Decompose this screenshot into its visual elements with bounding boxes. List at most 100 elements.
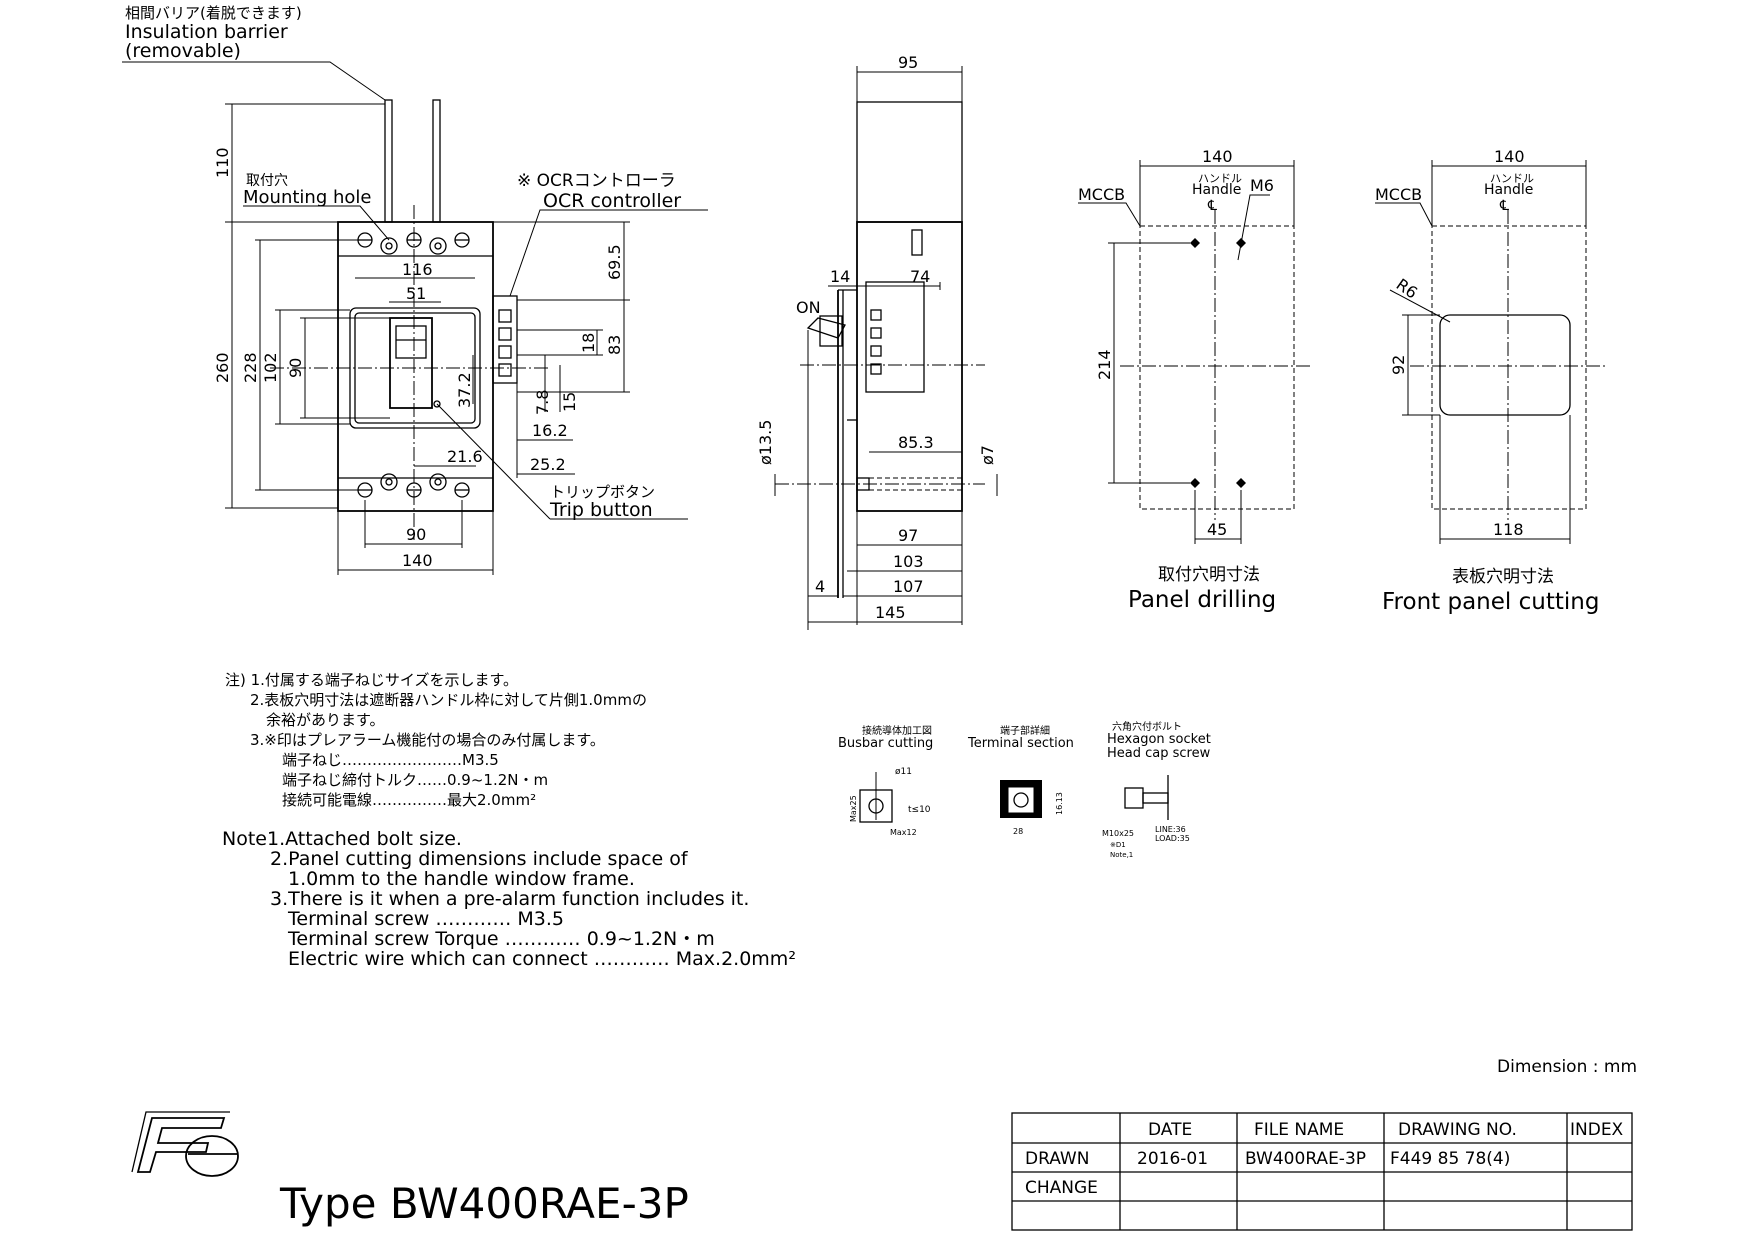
terminal-en-label: Terminal section <box>967 736 1074 751</box>
max12-label: Max12 <box>890 828 917 837</box>
header-file-name: FILE NAME <box>1254 1120 1344 1140</box>
line36-label: LINE:36 <box>1155 825 1186 834</box>
ocr-en-label: OCR controller <box>543 190 681 212</box>
mccb-label-cutting: MCCB <box>1375 185 1422 204</box>
dim-107: 107 <box>893 577 924 596</box>
note-en-line: 1.0mm to the handle window frame. <box>288 868 635 890</box>
dim-95: 95 <box>898 53 918 72</box>
handle-jp-label-drilling: ハンドル <box>1198 172 1242 185</box>
barrier-jp-label: 相間バリア(着脱できます) <box>125 4 302 22</box>
dim-25-2: 25.2 <box>530 455 566 474</box>
dim-69-5: 69.5 <box>605 244 624 280</box>
dim-140-front: 140 <box>402 551 433 570</box>
dim-16-2: 16.2 <box>532 421 568 440</box>
dim-7-8: 7.8 <box>533 390 552 415</box>
drill-jp-label: 取付穴明寸法 <box>1158 565 1260 585</box>
dim-103: 103 <box>893 552 924 571</box>
busbar-en-label: Busbar cutting <box>838 736 933 751</box>
dim-116: 116 <box>402 260 433 279</box>
dim-85-3: 85.3 <box>898 433 934 452</box>
dim-37-2: 37.2 <box>455 372 474 408</box>
side-view: 95 ON 14 74 ø13.5 85.3 ø7 <box>756 53 998 630</box>
note-jp-line: 注) 1.付属する端子ねじサイズを示します。 <box>225 671 518 689</box>
hex-en-label: Hexagon socket <box>1107 732 1211 747</box>
header-index: INDEX <box>1570 1120 1624 1140</box>
note1-label: Note,1 <box>1110 851 1133 859</box>
dim-51: 51 <box>406 284 426 303</box>
dim-110: 110 <box>213 147 232 178</box>
trip-jp-label: トリップボタン <box>550 483 655 501</box>
dim-90-vertical: 90 <box>286 358 305 378</box>
drawn-file-name: BW400RAE-3P <box>1245 1149 1366 1169</box>
centerline-mark-cutting: ℄ <box>1499 198 1509 214</box>
front-panel-cutting-view: 140 ハンドル Handle ℄ MCCB R6 92 118 表板穴明寸法 … <box>1375 147 1605 615</box>
note-en-line: 2.Panel cutting dimensions include space… <box>270 848 689 870</box>
dim-140-drilling: 140 <box>1202 147 1233 166</box>
dim-260: 260 <box>213 352 232 383</box>
dim-18: 18 <box>579 333 598 353</box>
mounting-en-label: Mounting hole <box>243 187 371 208</box>
busbar-cutting-detail: 接続導体加工図 Busbar cutting ø11 t≤10 Max25 Ma… <box>838 724 933 837</box>
ocr-jp-label: ※ OCRコントローラ <box>517 171 676 191</box>
on-label: ON <box>796 298 821 317</box>
d16-13-label: 16.13 <box>1055 792 1064 815</box>
dim-13-5: ø13.5 <box>756 420 775 465</box>
header-drawing-no: DRAWING NO. <box>1398 1120 1517 1140</box>
mccb-label-drilling: MCCB <box>1078 185 1125 204</box>
row-label-drawn: DRAWN <box>1025 1149 1089 1169</box>
dimension-unit-label: Dimension : mm <box>1497 1057 1637 1077</box>
dim-21-6: 21.6 <box>447 447 483 466</box>
type-label: Type BW400RAE-3P <box>279 1179 689 1228</box>
t10-label: t≤10 <box>908 805 931 815</box>
dim-90-horizontal: 90 <box>406 525 426 544</box>
hex-en2-label: Head cap screw <box>1107 746 1211 761</box>
phi11-label: ø11 <box>895 767 912 777</box>
front-view: 相間バリア(着脱できます) Insulation barrier (remova… <box>122 4 708 575</box>
row-label-change: CHANGE <box>1025 1178 1098 1198</box>
dim-92: 92 <box>1389 355 1408 375</box>
mounting-jp-label: 取付穴 <box>246 173 288 189</box>
sd1-label: ※D1 <box>1110 841 1126 849</box>
notes-english: Note1.Attached bolt size. 2.Panel cuttin… <box>222 828 796 970</box>
title-block-table: DATE FILE NAME DRAWING NO. INDEX DRAWN 2… <box>1011 1112 1633 1231</box>
dim-74: 74 <box>910 267 930 286</box>
header-date: DATE <box>1148 1120 1192 1140</box>
dim-97: 97 <box>898 526 918 545</box>
dim-140-cutting: 140 <box>1494 147 1525 166</box>
cut-jp-label: 表板穴明寸法 <box>1452 567 1554 587</box>
drill-en-label: Panel drilling <box>1128 587 1276 613</box>
note-jp-line: 接続可能電線……………最大2.0mm² <box>282 791 536 809</box>
note-en-line: 3.There is it when a pre-alarm function … <box>270 888 749 910</box>
dim-214: 214 <box>1095 349 1114 380</box>
terminal-jp-label: 端子部詳細 <box>1000 724 1050 737</box>
note-en-line: Terminal screw Torque ………… 0.9~1.2N・m <box>287 928 715 950</box>
note-en-line: Terminal screw ………… M3.5 <box>287 908 564 930</box>
dim-145: 145 <box>875 603 906 622</box>
handle-en-label-cutting: Handle <box>1484 182 1533 198</box>
fe-logo <box>131 1111 239 1177</box>
dim-118: 118 <box>1493 520 1524 539</box>
note-jp-line: 余裕があります。 <box>266 711 385 729</box>
note-jp-line: 端子ねじ……………………M3.5 <box>282 751 499 769</box>
hex-jp-label: 六角穴付ボルト <box>1112 720 1182 733</box>
dim-102: 102 <box>261 352 280 383</box>
dim-4: 4 <box>815 577 825 596</box>
dim-14: 14 <box>830 267 850 286</box>
panel-drilling-view: 140 ハンドル Handle ℄ MCCB M6 214 45 取付穴明寸法 … <box>1078 147 1310 613</box>
centerline-mark-drilling: ℄ <box>1207 198 1217 214</box>
barrier-en-label: Insulation barrier <box>125 21 288 43</box>
handle-jp-label-cutting: ハンドル <box>1490 172 1534 185</box>
note-en-line: Note1.Attached bolt size. <box>222 828 462 850</box>
terminal-screws-bottom <box>357 473 470 498</box>
load35-label: LOAD:35 <box>1155 834 1190 843</box>
terminal-section-detail: 端子部詳細 Terminal section 28 16.13 <box>967 724 1074 836</box>
d28-label: 28 <box>1013 827 1023 836</box>
notes-japanese: 注) 1.付属する端子ねじサイズを示します。 2.表板穴明寸法は遮断器ハンドル枠… <box>225 671 647 809</box>
drawn-date: 2016-01 <box>1137 1149 1208 1169</box>
note-jp-line: 3.※印はプレアラーム機能付の場合のみ付属します。 <box>250 731 605 749</box>
note-en-line: Electric wire which can connect ………… Max… <box>288 948 796 970</box>
busbar-jp-label: 接続導体加工図 <box>862 724 932 737</box>
cut-en-label: Front panel cutting <box>1382 589 1599 615</box>
dim-7: ø7 <box>978 445 997 465</box>
